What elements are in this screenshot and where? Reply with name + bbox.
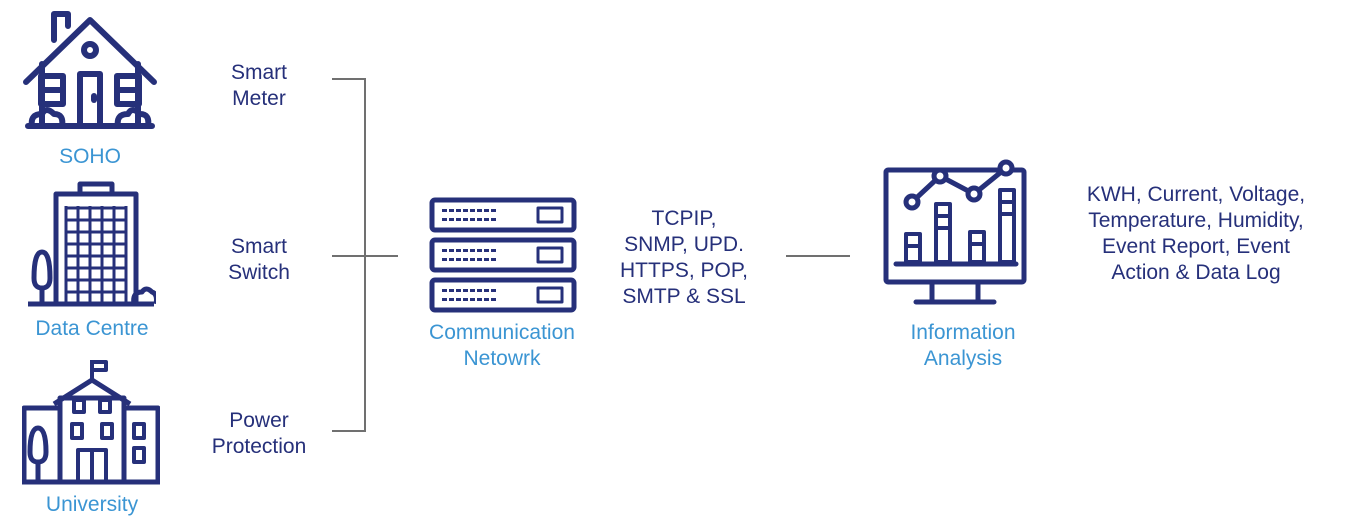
location-datacentre-label: Data Centre <box>35 317 149 340</box>
network-label-line2: Netowrk <box>463 347 541 370</box>
analysis-label-line1: Information <box>910 321 1016 344</box>
network-label-line1: Communication <box>429 321 575 344</box>
smart-meter-line1: Smart <box>230 61 287 84</box>
metric-line-2: Temperature, Humidity, <box>1088 209 1304 232</box>
protocol-line-2: SNMP, UPD. <box>624 233 744 256</box>
location-university-label: University <box>45 493 139 516</box>
communication-network-label: Communication Netowrk <box>402 320 602 372</box>
power-protection-line1: Power <box>229 409 289 432</box>
connector-switch-to-network <box>332 255 398 257</box>
metric-line-3: Event Report, Event <box>1102 235 1290 258</box>
protocol-line-4: SMTP & SSL <box>622 285 746 308</box>
smart-switch-line1: Smart <box>230 235 287 258</box>
analytics-monitor-icon <box>882 154 1028 314</box>
metric-line-1: KWH, Current, Voltage, <box>1086 183 1306 206</box>
server-rack-icon <box>428 196 578 316</box>
power-protection-label: Power Protection <box>196 408 322 460</box>
metric-line-4: Action & Data Log <box>1111 261 1281 284</box>
information-analysis-label: Information Analysis <box>880 320 1046 372</box>
university-icon <box>22 358 160 488</box>
house-icon <box>22 8 158 136</box>
connector-power <box>332 430 366 432</box>
smart-meter-line2: Meter <box>232 87 286 110</box>
smart-switch-line2: Switch <box>228 261 290 284</box>
connector-meter <box>332 78 366 80</box>
location-soho-label: SOHO <box>59 145 121 168</box>
protocols-list: TCPIP, SNMP, UPD. HTTPS, POP, SMTP & SSL <box>596 206 772 310</box>
analysis-label-line2: Analysis <box>923 347 1003 370</box>
protocol-line-3: HTTPS, POP, <box>620 259 748 282</box>
smart-meter-label: Smart Meter <box>200 60 318 112</box>
connector-network-to-analysis <box>786 255 850 257</box>
office-building-icon <box>26 178 156 310</box>
power-protection-line2: Protection <box>211 435 307 458</box>
protocol-line-1: TCPIP, <box>651 207 717 230</box>
smart-switch-label: Smart Switch <box>200 234 318 286</box>
metrics-list: KWH, Current, Voltage, Temperature, Humi… <box>1060 182 1332 286</box>
